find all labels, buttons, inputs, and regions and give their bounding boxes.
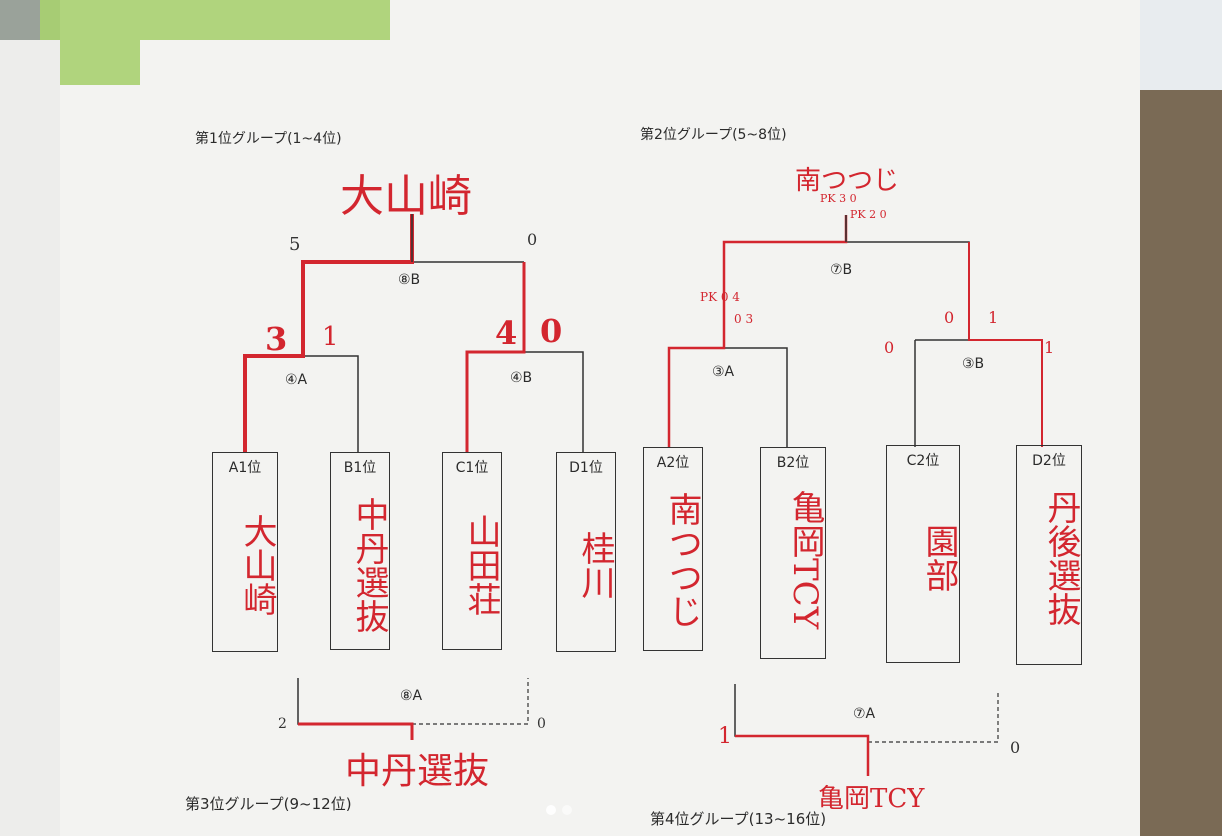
match-label-semi: ③B <box>962 356 984 372</box>
team-slot: A2位 <box>644 452 702 472</box>
match-label-third: ⑧A <box>400 688 422 704</box>
team-slot: B1位 <box>331 457 389 477</box>
carousel-dot[interactable] <box>562 805 572 815</box>
score: 5 <box>289 234 300 255</box>
team-box: A1位 大山崎 <box>212 452 278 652</box>
score: 0 <box>1010 738 1020 757</box>
team-slot: A1位 <box>213 457 277 477</box>
team-box: C2位 園部 <box>886 445 960 663</box>
team-name: 山田荘 <box>443 485 501 645</box>
team-slot: D1位 <box>557 457 615 477</box>
score: PK 0 4 <box>700 290 740 304</box>
team-box: B2位 亀岡TCY <box>760 447 826 659</box>
team-name: 園部 <box>887 478 959 638</box>
team-name: 大山崎 <box>213 485 277 645</box>
team-slot: C2位 <box>887 450 959 470</box>
score: 2 <box>278 716 287 732</box>
team-name: 丹後選抜 <box>1017 478 1081 638</box>
team-slot: C1位 <box>443 457 501 477</box>
match-label-semi: ④B <box>510 370 532 386</box>
score: 0 <box>537 716 546 732</box>
score: 0 <box>944 308 954 327</box>
team-name: 亀岡TCY <box>761 480 825 640</box>
match-label-semi: ④A <box>285 372 307 388</box>
team-box: B1位 中丹選抜 <box>330 452 390 650</box>
team-box: D1位 桂川 <box>556 452 616 652</box>
team-name: 南つつじ <box>644 480 702 640</box>
score: PK 2 0 <box>850 208 887 221</box>
score: 0 <box>884 338 894 357</box>
team-slot: D2位 <box>1017 450 1081 470</box>
group1-winner: 大山崎 <box>340 160 472 224</box>
match-label-third: ⑦A <box>853 706 875 722</box>
team-box: C1位 山田荘 <box>442 452 502 650</box>
carousel-dot-active[interactable] <box>546 805 556 815</box>
group2-third-winner: 亀岡TCY <box>818 778 924 815</box>
score: 1 <box>718 724 732 749</box>
match-label-semi: ③A <box>712 364 734 380</box>
score: 3 <box>265 320 287 358</box>
match-label-final: ⑦B <box>830 262 852 278</box>
match-label-final: ⑧B <box>398 272 420 288</box>
score: 4 <box>495 314 517 352</box>
score: 1 <box>322 322 339 352</box>
team-slot: B2位 <box>761 452 825 472</box>
team-name: 中丹選抜 <box>331 485 389 645</box>
score: 0 <box>540 312 562 350</box>
score: 1 <box>988 308 998 327</box>
score: 0 3 <box>734 312 753 326</box>
team-name: 桂川 <box>557 485 615 645</box>
carousel-indicator[interactable] <box>543 800 575 819</box>
team-box: D2位 丹後選抜 <box>1016 445 1082 665</box>
score: 1 <box>1044 338 1054 357</box>
score: 0 <box>527 230 537 249</box>
group1-third-winner: 中丹選抜 <box>345 742 489 794</box>
team-box: A2位 南つつじ <box>643 447 703 651</box>
score: PK 3 0 <box>820 192 857 205</box>
